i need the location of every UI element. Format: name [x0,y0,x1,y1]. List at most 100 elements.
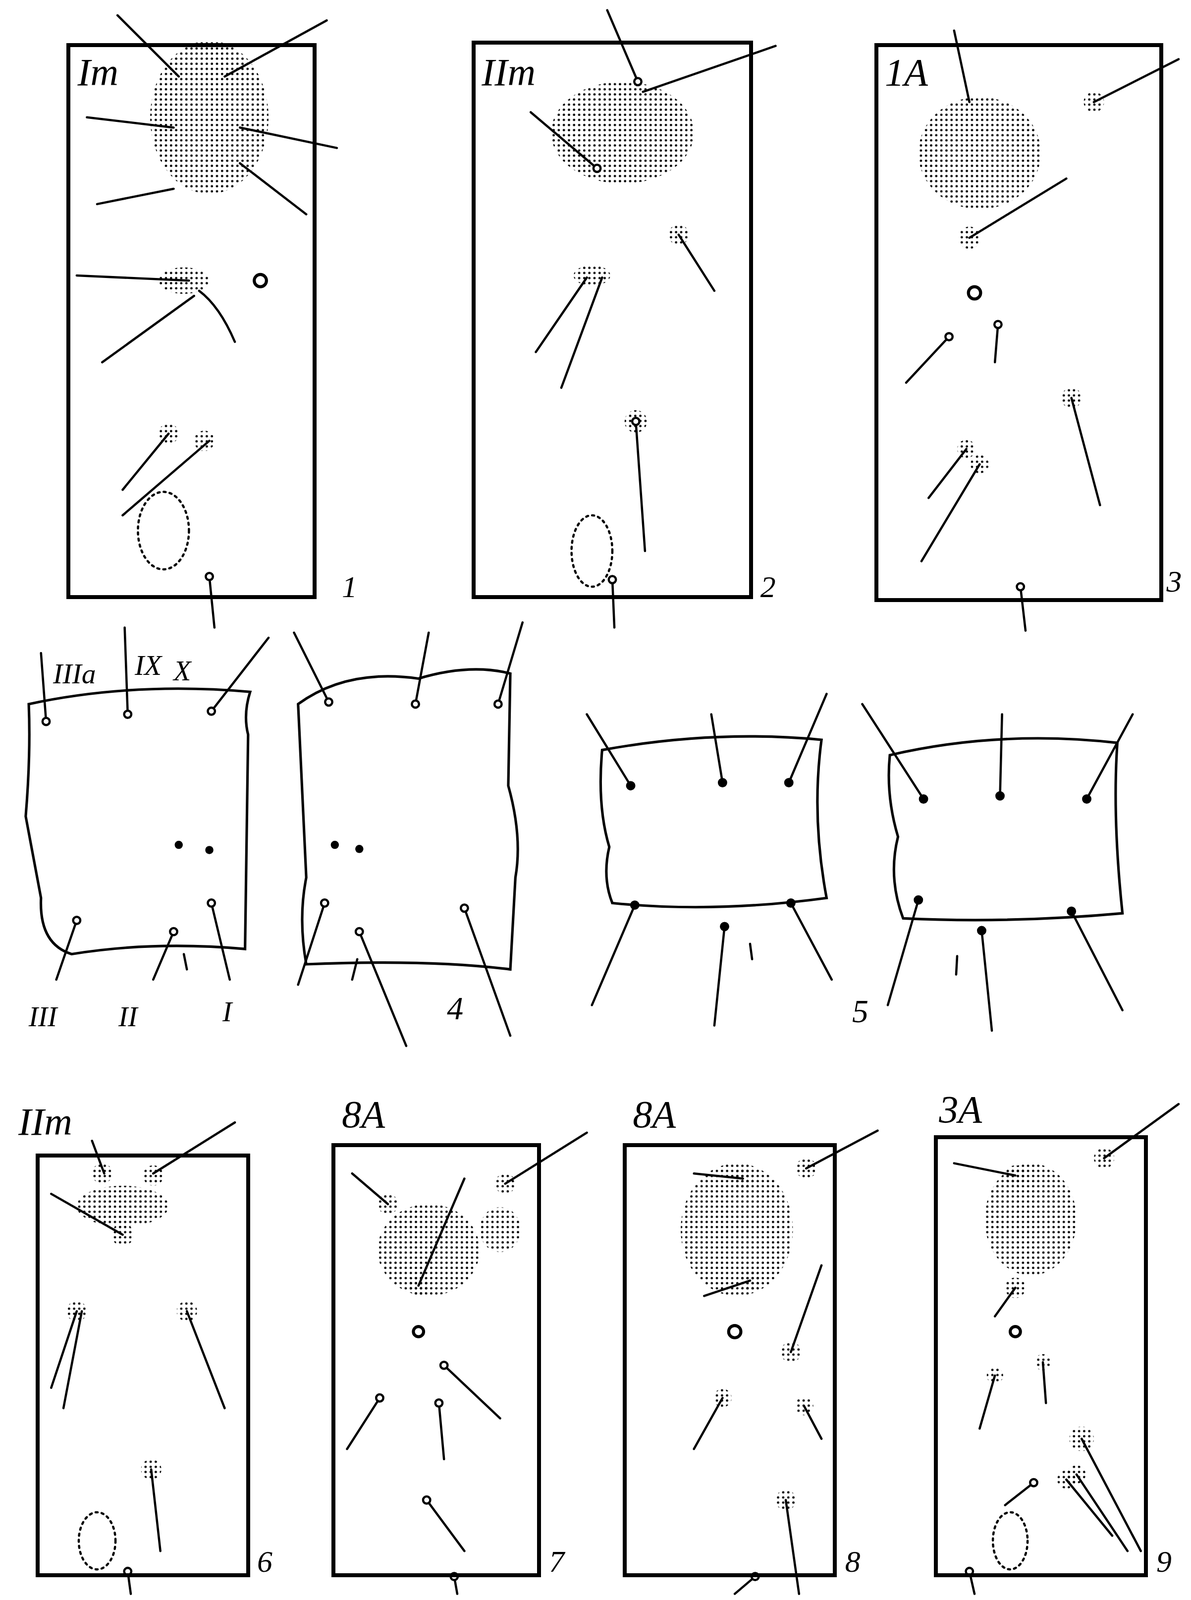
figure-number: 8 [845,1546,861,1577]
seta-socket [627,781,635,789]
seta-socket [977,926,985,934]
pseudocellus [254,274,267,287]
figure-number: 1 [341,571,358,603]
spiracle-outline [137,491,189,570]
pseudocellus [413,1326,424,1337]
panel-frame: IIт2 [471,40,754,599]
pore-dot [330,840,339,849]
seta-socket [205,572,213,580]
granulation-patch [918,97,1041,210]
seta-socket [1016,583,1024,591]
seta-socket [593,164,601,172]
segment-outline [298,669,518,970]
panel-heading: Iт [77,53,119,92]
seta [76,15,337,628]
spiracle-outline [571,515,613,587]
granulation-patch [377,1203,480,1296]
seta-socket [785,778,793,786]
seta-socket [324,698,332,706]
seta-socket [321,899,328,907]
pore-dot [205,845,214,854]
seta-socket [608,575,616,583]
figure-number: 3 [1166,566,1183,597]
seta-socket [1029,1478,1037,1486]
panel-heading: 8A [632,1094,676,1134]
granulation-patch [76,1185,169,1227]
panel-frame: 8A8 [622,1142,838,1577]
panel-frame: IIт6 [35,1153,251,1577]
pseudocellus [728,1325,742,1338]
seta-socket [435,1399,443,1407]
seta-socket [207,899,215,907]
panel-frame: 8A7 [331,1142,541,1577]
seta [347,1132,588,1594]
seta-socket [423,1496,431,1504]
spiracle-outline [992,1512,1028,1570]
figure-number: 4 [446,991,464,1025]
seta-socket [920,795,927,803]
seta-socket [411,700,419,708]
seta [586,693,1133,1031]
seta-socket [720,922,728,930]
pseudocellus [1010,1326,1021,1337]
seta [51,1122,235,1594]
seta-socket [632,417,640,425]
granulation-patch [479,1206,521,1252]
granulation-patch [550,81,694,184]
seta-socket [787,899,795,907]
seta-socket [42,717,50,725]
figure-number: 7 [548,1546,565,1577]
seta [530,10,776,628]
panel-heading: 8A [341,1094,385,1134]
segment-outline [888,738,1123,921]
panel-heading: 1A [884,53,928,92]
seta [41,622,523,1046]
seta-socket [945,332,953,340]
granulation-patch [984,1163,1077,1276]
seta-socket [73,916,81,924]
seta-socket [207,707,215,715]
figure-number: 9 [1156,1546,1172,1577]
socket-halo [573,265,611,286]
pseudocellus [968,286,981,300]
seta-socket [440,1361,448,1369]
seta-socket [376,1394,383,1402]
seta-socket [631,901,639,909]
granulation-patch [680,1163,794,1297]
seta [906,30,1179,631]
seta-name: IIIa [53,659,96,689]
seta-socket [1082,795,1090,803]
seta-socket [460,904,468,912]
seta-socket [718,778,726,786]
pore-dot [355,844,364,853]
spiracle-outline [78,1512,116,1570]
seta-name: II [118,1002,138,1031]
figure-number: 5 [852,994,869,1028]
figure-number: 6 [257,1546,273,1577]
seta-socket [915,896,922,904]
seta-socket [634,78,642,86]
seta-socket [1067,907,1075,915]
seta-name: IX [134,650,162,680]
seta-socket [494,700,502,708]
seta-socket [996,792,1004,800]
seta-name: III [28,1002,58,1031]
panel-frame: Iт1 [66,43,317,600]
seta-socket [994,321,1002,328]
pore-dot [174,840,183,849]
panel-heading: IIт [18,1102,73,1141]
segment-outline [25,688,251,955]
panel-frame: 3A9 [933,1135,1149,1577]
seta-socket [169,927,177,935]
seta [694,1130,878,1594]
panel-frame: 1A3 [874,43,1164,603]
panel-heading: IIт [481,53,536,92]
panel-heading: 3A [938,1089,982,1129]
segment-outline [600,736,827,908]
socket-halo [194,430,215,451]
seta-socket [124,710,132,718]
seta-socket [355,927,363,935]
seta-name: I [222,997,232,1027]
seta-name: X [173,656,191,686]
